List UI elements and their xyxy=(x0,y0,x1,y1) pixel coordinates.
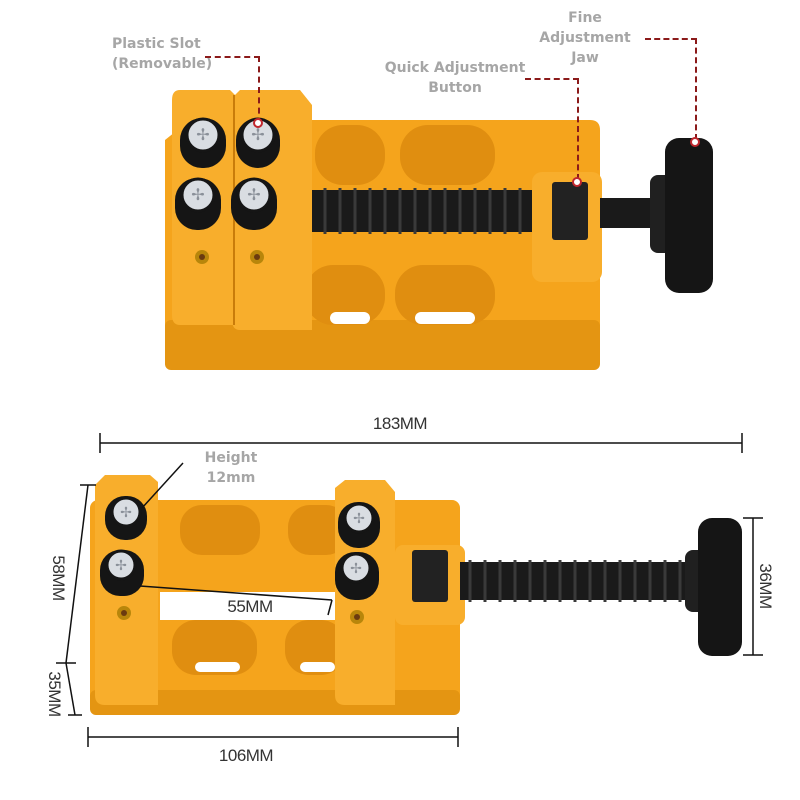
svg-text:✢: ✢ xyxy=(196,125,209,144)
dimension-total-length: 183MM xyxy=(372,414,428,433)
dimension-knob-diameter: 36MM xyxy=(756,563,775,609)
dimension-width: 58MM xyxy=(49,555,68,601)
svg-text:✢: ✢ xyxy=(350,561,362,577)
dimension-base-length: 106MM xyxy=(218,746,274,765)
leader-fine-adjustment xyxy=(645,38,697,140)
callout-fine-adjustment-jaw: Fine Adjustment Jaw xyxy=(539,10,631,66)
marker-fine-adjustment xyxy=(690,137,700,147)
bottom-vise-illustration: ✢ ✢ ✢ ✢ xyxy=(0,400,800,800)
svg-text:✢: ✢ xyxy=(251,125,264,144)
marker-quick-adjustment xyxy=(572,177,582,187)
svg-text:✢: ✢ xyxy=(247,185,260,204)
dimension-height: 35MM xyxy=(45,671,64,717)
top-vise-illustration: ✢ ✢ ✢ ✢ xyxy=(165,90,713,370)
svg-text:✢: ✢ xyxy=(115,558,127,574)
svg-text:✢: ✢ xyxy=(120,505,132,521)
leader-plastic-slot xyxy=(205,56,260,124)
marker-plastic-slot xyxy=(253,118,263,128)
callout-plastic-slot: Plastic Slot (Removable) xyxy=(112,36,213,72)
callout-slot-height: Height 12mm xyxy=(204,450,258,486)
svg-text:✢: ✢ xyxy=(191,185,204,204)
dimension-jaw-opening: 55MM xyxy=(227,597,273,616)
svg-text:✢: ✢ xyxy=(353,511,365,527)
callout-quick-adjustment-button: Quick Adjustment Button xyxy=(384,60,526,96)
leader-quick-adjustment xyxy=(525,78,579,180)
